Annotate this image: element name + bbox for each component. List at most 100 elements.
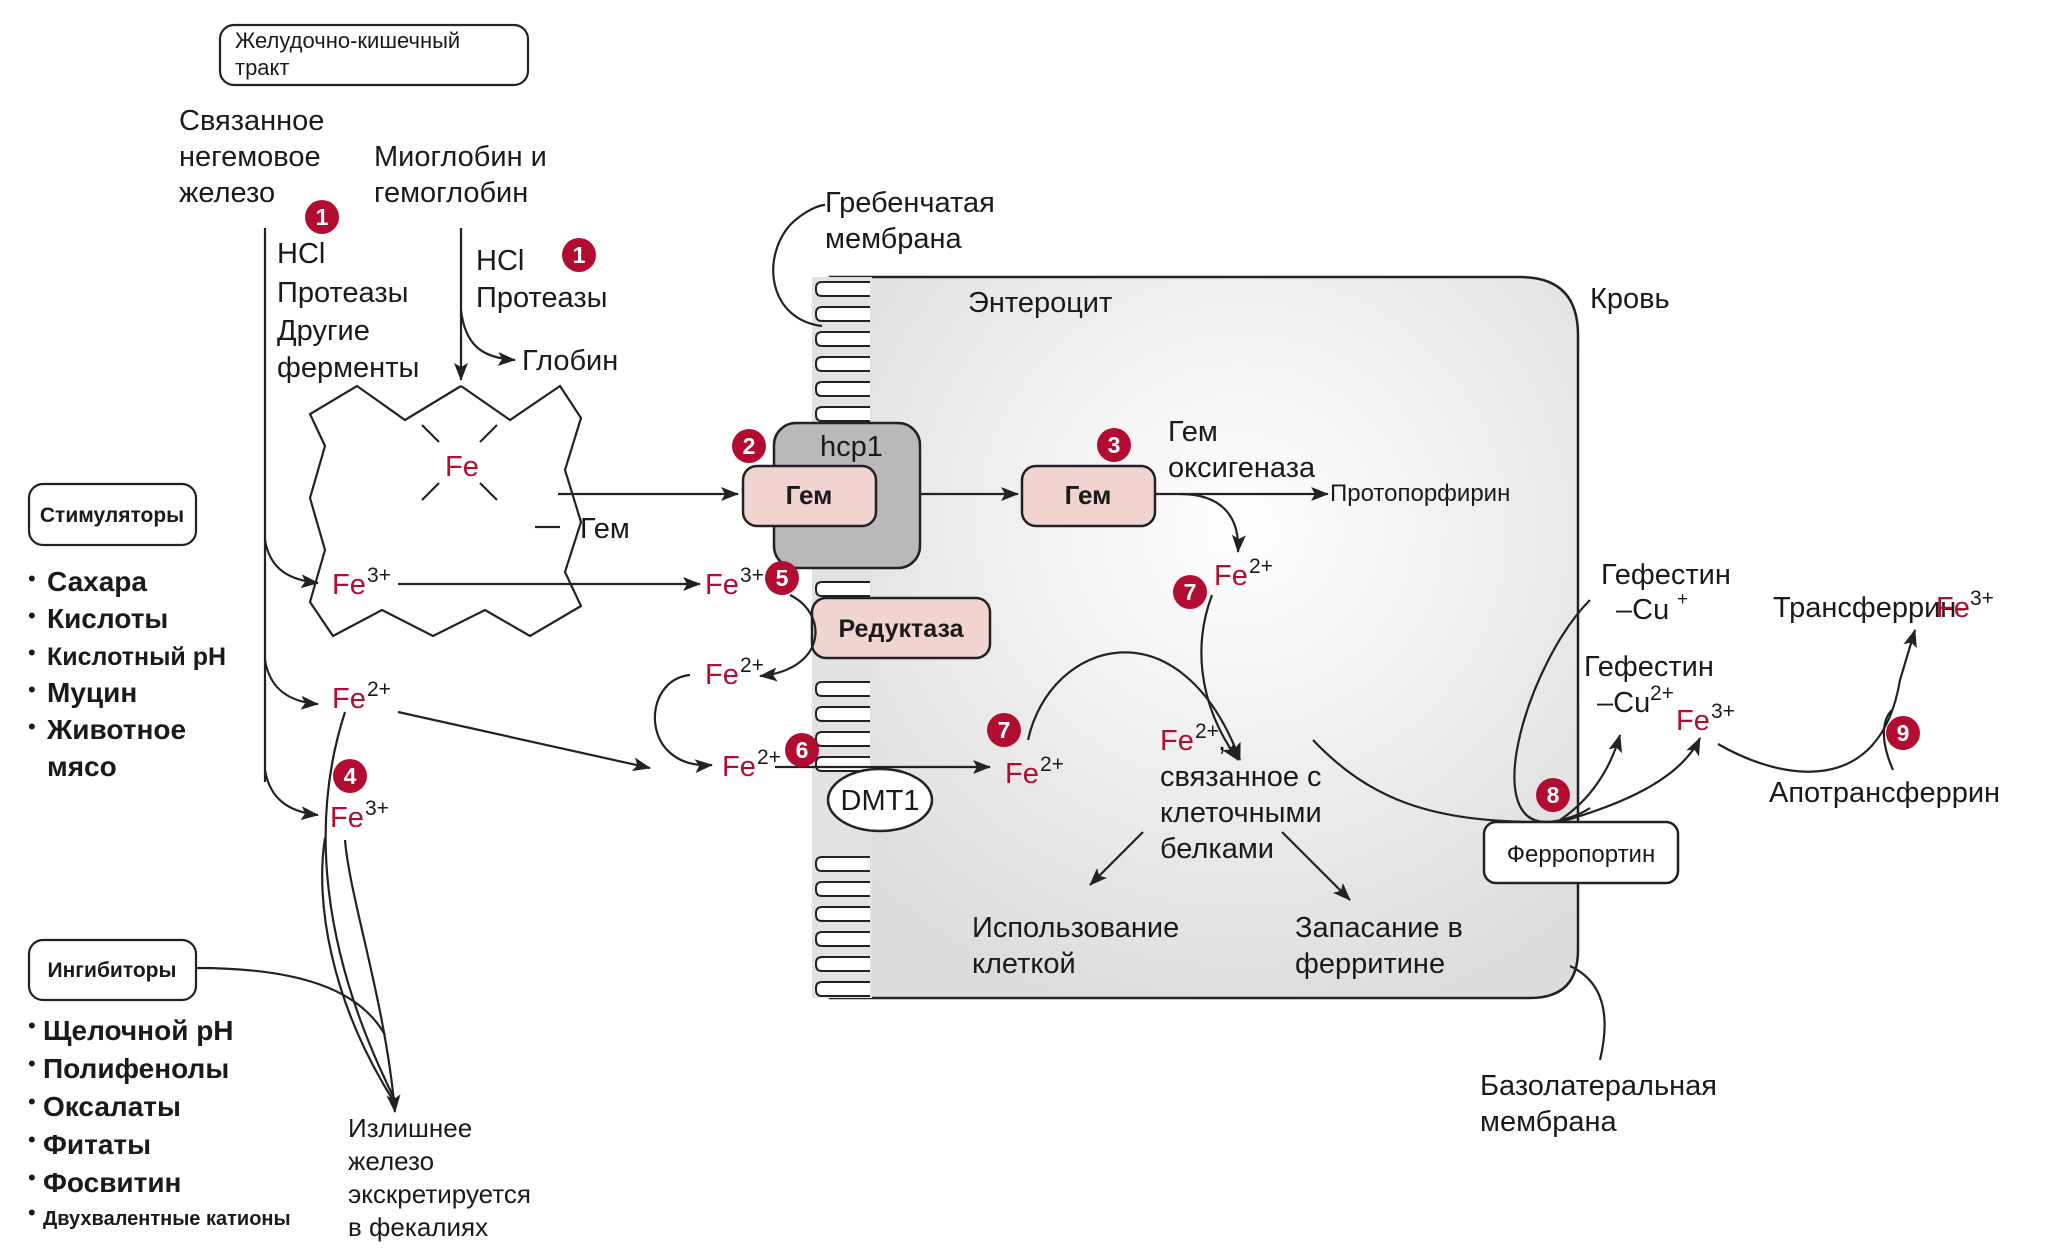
microvillus (815, 581, 870, 597)
svg-text:Fe: Fe (1936, 592, 1970, 624)
step-badge-5: 5 (765, 561, 799, 595)
inhibitors-box (27, 938, 198, 1002)
to-fe2-arrow (263, 659, 319, 710)
agent-hcl: HCl (277, 238, 325, 270)
nonheme-iron-label: Связанное (179, 105, 324, 137)
svg-text:2+: 2+ (1040, 753, 1064, 776)
svg-text:2+: 2+ (367, 678, 391, 701)
heme-source-label: Миоглобин и (374, 141, 547, 173)
svg-text:+: + (1677, 589, 1688, 610)
to-hephaestin-cu2-arrow (1559, 734, 1623, 821)
svg-text:,: , (1218, 725, 1226, 757)
fe2-down-arrow (1200, 594, 1239, 761)
fe2-to-dmt1-arrow (397, 710, 651, 772)
inhibitor-item: Щелочной pH (43, 1015, 234, 1046)
step-badge-6: 6 (785, 733, 819, 767)
step-badge-7b: 7 (987, 713, 1021, 747)
svg-text:–Cu: –Cu (1616, 594, 1669, 626)
svg-text:•: • (28, 640, 36, 665)
svg-text:1: 1 (316, 204, 329, 230)
svg-text:Fe: Fe (1676, 705, 1710, 737)
nonheme-iron-label-2: негемовое (179, 141, 321, 173)
svg-text:•: • (28, 1013, 36, 1038)
stimulator-item: Сахара (47, 566, 147, 597)
svg-text:1: 1 (573, 242, 586, 268)
svg-text:4: 4 (344, 763, 357, 789)
svg-text:9: 9 (1897, 720, 1910, 746)
svg-text:6: 6 (796, 737, 809, 763)
ferritin-label-2: ферритине (1295, 948, 1445, 980)
to-ferritin-arrow (1281, 831, 1351, 901)
hephaestin-cu1-label: Гефестин (1601, 559, 1731, 591)
enterocyte-label: Энтероцит (968, 287, 1112, 319)
cell-use-label-2: клеткой (972, 948, 1076, 980)
fe2-excretion-line (324, 711, 396, 1101)
microvillus (815, 956, 870, 972)
step-badge-9: 9 (1886, 716, 1920, 750)
fe-bonds (421, 424, 498, 501)
svg-text:•: • (28, 1127, 36, 1152)
svg-text:Fe: Fe (1214, 560, 1248, 592)
microvillus (815, 681, 870, 697)
svg-text:•: • (28, 677, 36, 702)
basolateral-label-2: мембрана (1480, 1106, 1618, 1138)
svg-text:2+: 2+ (1249, 555, 1273, 578)
step-badge-3: 3 (1097, 428, 1131, 462)
svg-text:Fe: Fe (705, 569, 739, 601)
bound-fe-label: связанное с (1160, 761, 1322, 793)
reductase-label: Редуктаза (839, 615, 965, 643)
to-fe3-arrow (263, 539, 319, 589)
bound-fe-label-2: клеточными (1160, 797, 1322, 829)
svg-text:7: 7 (998, 717, 1011, 743)
inhibitor-item: Фитаты (43, 1129, 151, 1160)
blood-label: Кровь (1590, 283, 1670, 315)
inhibitors-list: • Щелочной pH • Полифенолы • Оксалаты • … (28, 1013, 291, 1230)
stimulator-item: мясо (47, 751, 117, 782)
heme-oxygenase-label-2: оксигеназа (1168, 452, 1316, 484)
microvillus (815, 856, 870, 872)
excretion-label-4: в фекалиях (348, 1212, 488, 1242)
fe2-loop-arrow (653, 673, 713, 774)
svg-text:5: 5 (776, 565, 789, 591)
heme-box-1-label: Гем (786, 480, 833, 510)
fe2-reduced: Fe 2+ (705, 654, 764, 691)
brush-border-label-2: мембрана (825, 223, 963, 255)
brush-border-label: Гребенчатая (825, 187, 995, 219)
apotransferrin-label: Апотрансферрин (1769, 777, 2000, 809)
heme-fe-label: Fe (445, 451, 479, 483)
globin-arrow (459, 309, 516, 366)
microvillus (815, 306, 870, 322)
excretion-label: Излишнее (348, 1113, 472, 1143)
inhibitors-connector (196, 966, 386, 1036)
svg-text:Fe: Fe (722, 751, 756, 783)
fe3-excess: Fe 3+ (330, 797, 389, 834)
stimulators-box (27, 482, 198, 547)
svg-text:2+: 2+ (1195, 720, 1219, 743)
step-badge-1b: 1 (562, 238, 596, 272)
gi-tract-label-2: тракт (235, 55, 290, 80)
basolateral-connector (1569, 965, 1606, 1061)
microvillus (815, 756, 870, 772)
inhibitor-item: Двухвалентные катионы (43, 1208, 291, 1230)
microvillus (815, 406, 870, 422)
svg-text:3+: 3+ (1711, 700, 1735, 723)
svg-text:•: • (28, 714, 36, 739)
microvilli (815, 281, 870, 997)
microvillus (815, 931, 870, 947)
microvillus (815, 706, 870, 722)
hephaestin-cu1: –Cu + (1616, 589, 1688, 626)
svg-text:2: 2 (743, 433, 756, 459)
inhibitor-item: Полифенолы (43, 1053, 229, 1084)
stimulators-list: • Сахара • Кислоты • Кислотный pH • Муци… (28, 566, 226, 782)
inhibitors-title: Ингибиторы (48, 959, 177, 982)
step-badge-2: 2 (732, 429, 766, 463)
fe3-nonheme: Fe 3+ (332, 564, 391, 601)
ferroportin-transporter (1482, 820, 1680, 885)
excretion-arrow (343, 839, 401, 1113)
fe2-heme-derived: Fe 2+ (1214, 555, 1273, 592)
svg-text:•: • (28, 1051, 36, 1076)
agent-other: Другие (277, 315, 370, 347)
gi-tract-box (218, 23, 530, 87)
microvillus (815, 731, 870, 747)
